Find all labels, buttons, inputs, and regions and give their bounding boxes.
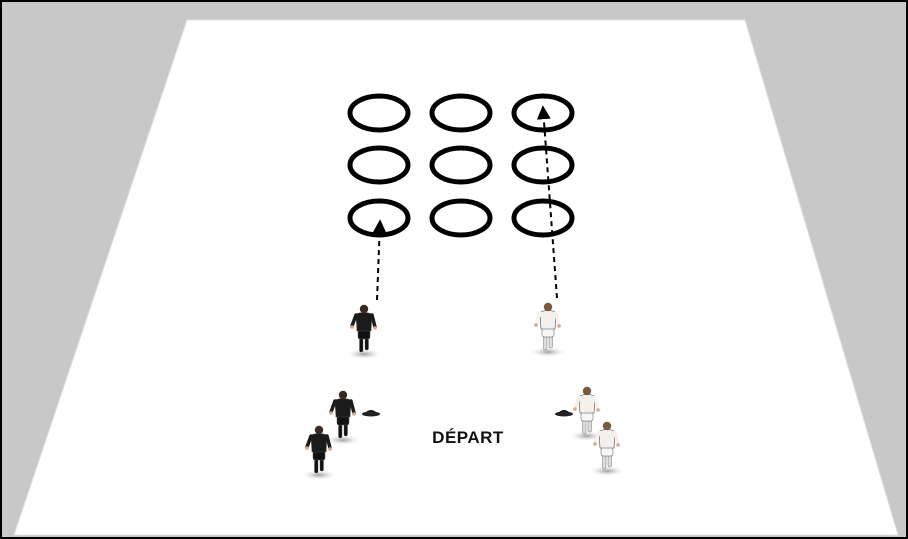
cone-base [362,412,380,417]
cone-base [555,412,573,417]
start-label: DÉPART [432,428,504,447]
